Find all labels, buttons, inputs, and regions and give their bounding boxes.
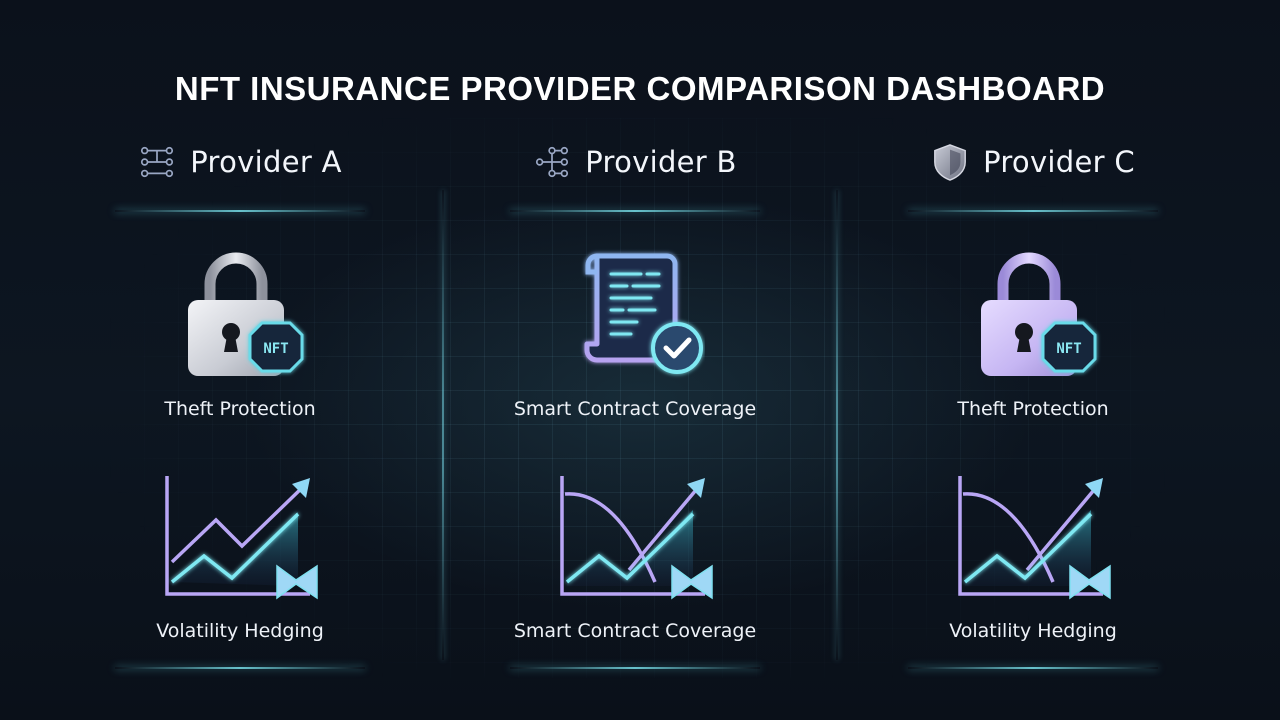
header-divider (908, 210, 1158, 212)
dashboard-title: NFT INSURANCE PROVIDER COMPARISON DASHBO… (174, 70, 1106, 108)
feature-label: Theft Protection (164, 398, 316, 420)
feature-label: Volatility Hedging (949, 620, 1117, 642)
header-divider (115, 210, 365, 212)
feature-label: Smart Contract Coverage (513, 398, 757, 420)
feature-label: Theft Protection (957, 398, 1109, 420)
footer-divider (908, 667, 1158, 669)
header-divider (510, 210, 760, 212)
provider-name: Provider B (585, 145, 737, 179)
hedging-chart-icon (958, 476, 1111, 600)
network-nodes-icon (141, 146, 174, 178)
nft-badge-text: NFT (1056, 341, 1081, 357)
hedging-chart-icon (560, 476, 713, 600)
network-nodes-icon (536, 146, 569, 178)
footer-divider (115, 667, 365, 669)
provider-card-b: Provider B Smart Contract Coverage Smart (490, 0, 780, 720)
provider-card-a: Provider A NFT Theft Protection Volatili… (95, 0, 385, 720)
provider-header[interactable]: Provider A (95, 138, 385, 186)
footer-divider (510, 667, 760, 669)
provider-name: Provider C (983, 145, 1135, 179)
nft-badge-text: NFT (263, 341, 288, 357)
column-divider (442, 190, 444, 660)
hedging-chart-icon (165, 476, 318, 600)
contract-scroll-check-icon (584, 253, 703, 374)
shield-icon (934, 144, 966, 181)
provider-header[interactable]: Provider C (888, 138, 1178, 186)
feature-label: Smart Contract Coverage (513, 620, 757, 642)
provider-name: Provider A (190, 145, 342, 179)
provider-header[interactable]: Provider B (490, 138, 780, 186)
feature-label: Volatility Hedging (156, 620, 324, 642)
padlock-nft-icon: NFT (981, 252, 1097, 376)
column-divider (836, 190, 838, 660)
padlock-nft-icon: NFT (188, 252, 304, 376)
provider-card-c: Provider C NFT Theft Protection Volatili… (888, 0, 1178, 720)
